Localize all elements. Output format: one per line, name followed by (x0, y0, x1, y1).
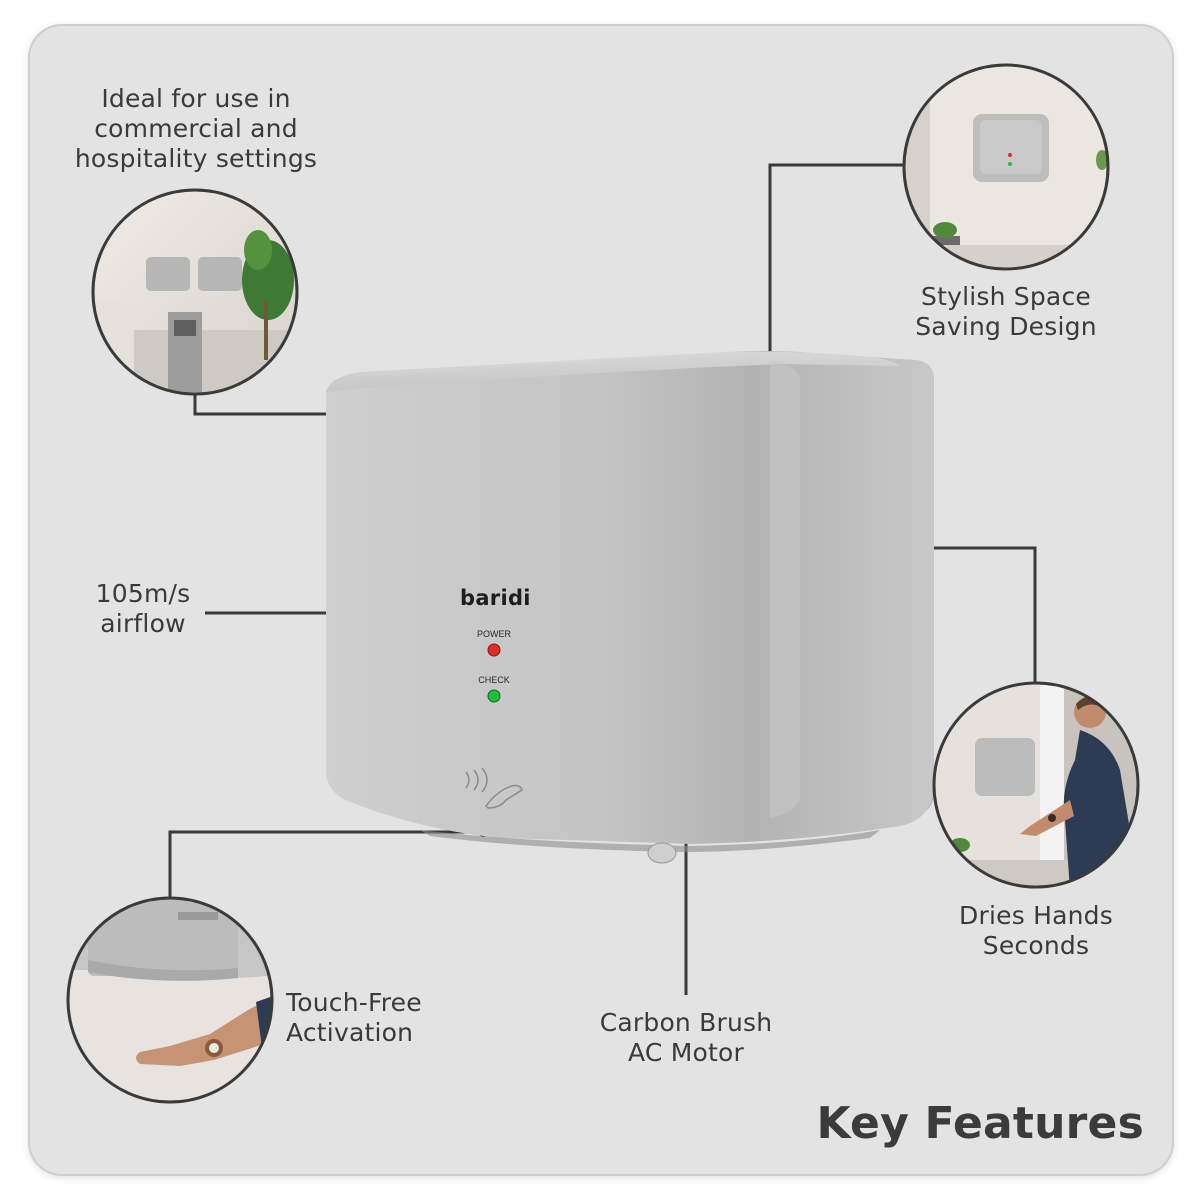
check-indicator (487, 689, 501, 703)
power-indicator (487, 643, 501, 657)
hand-sensor-icon (465, 767, 523, 809)
feature-label-motor: Carbon Brush AC Motor (599, 1008, 773, 1067)
feature-label-commercial: Ideal for use in commercial and hospital… (74, 84, 318, 173)
connector-space (768, 163, 905, 358)
drying-hands-photo (932, 681, 1140, 889)
page-title: Key Features (816, 1098, 1144, 1149)
space-saving-photo (902, 63, 1110, 271)
hand-dryer (326, 351, 934, 864)
touch-free-photo (66, 896, 274, 1104)
connector-commercial (193, 394, 391, 416)
feature-label-airflow: 105m/s airflow (95, 579, 191, 638)
feature-label-space-saving: Stylish Space Saving Design (915, 282, 1097, 341)
feature-label-dries-hands: Dries Hands Seconds (959, 901, 1113, 960)
power-label: POWER (476, 629, 511, 639)
connector-touchfree (168, 830, 483, 898)
feature-label-touch-free: Touch-Free Activation (286, 988, 422, 1047)
commercial-washroom-photo (91, 188, 299, 396)
brand-logo: baridi (460, 586, 531, 610)
check-label: CHECK (478, 675, 510, 685)
